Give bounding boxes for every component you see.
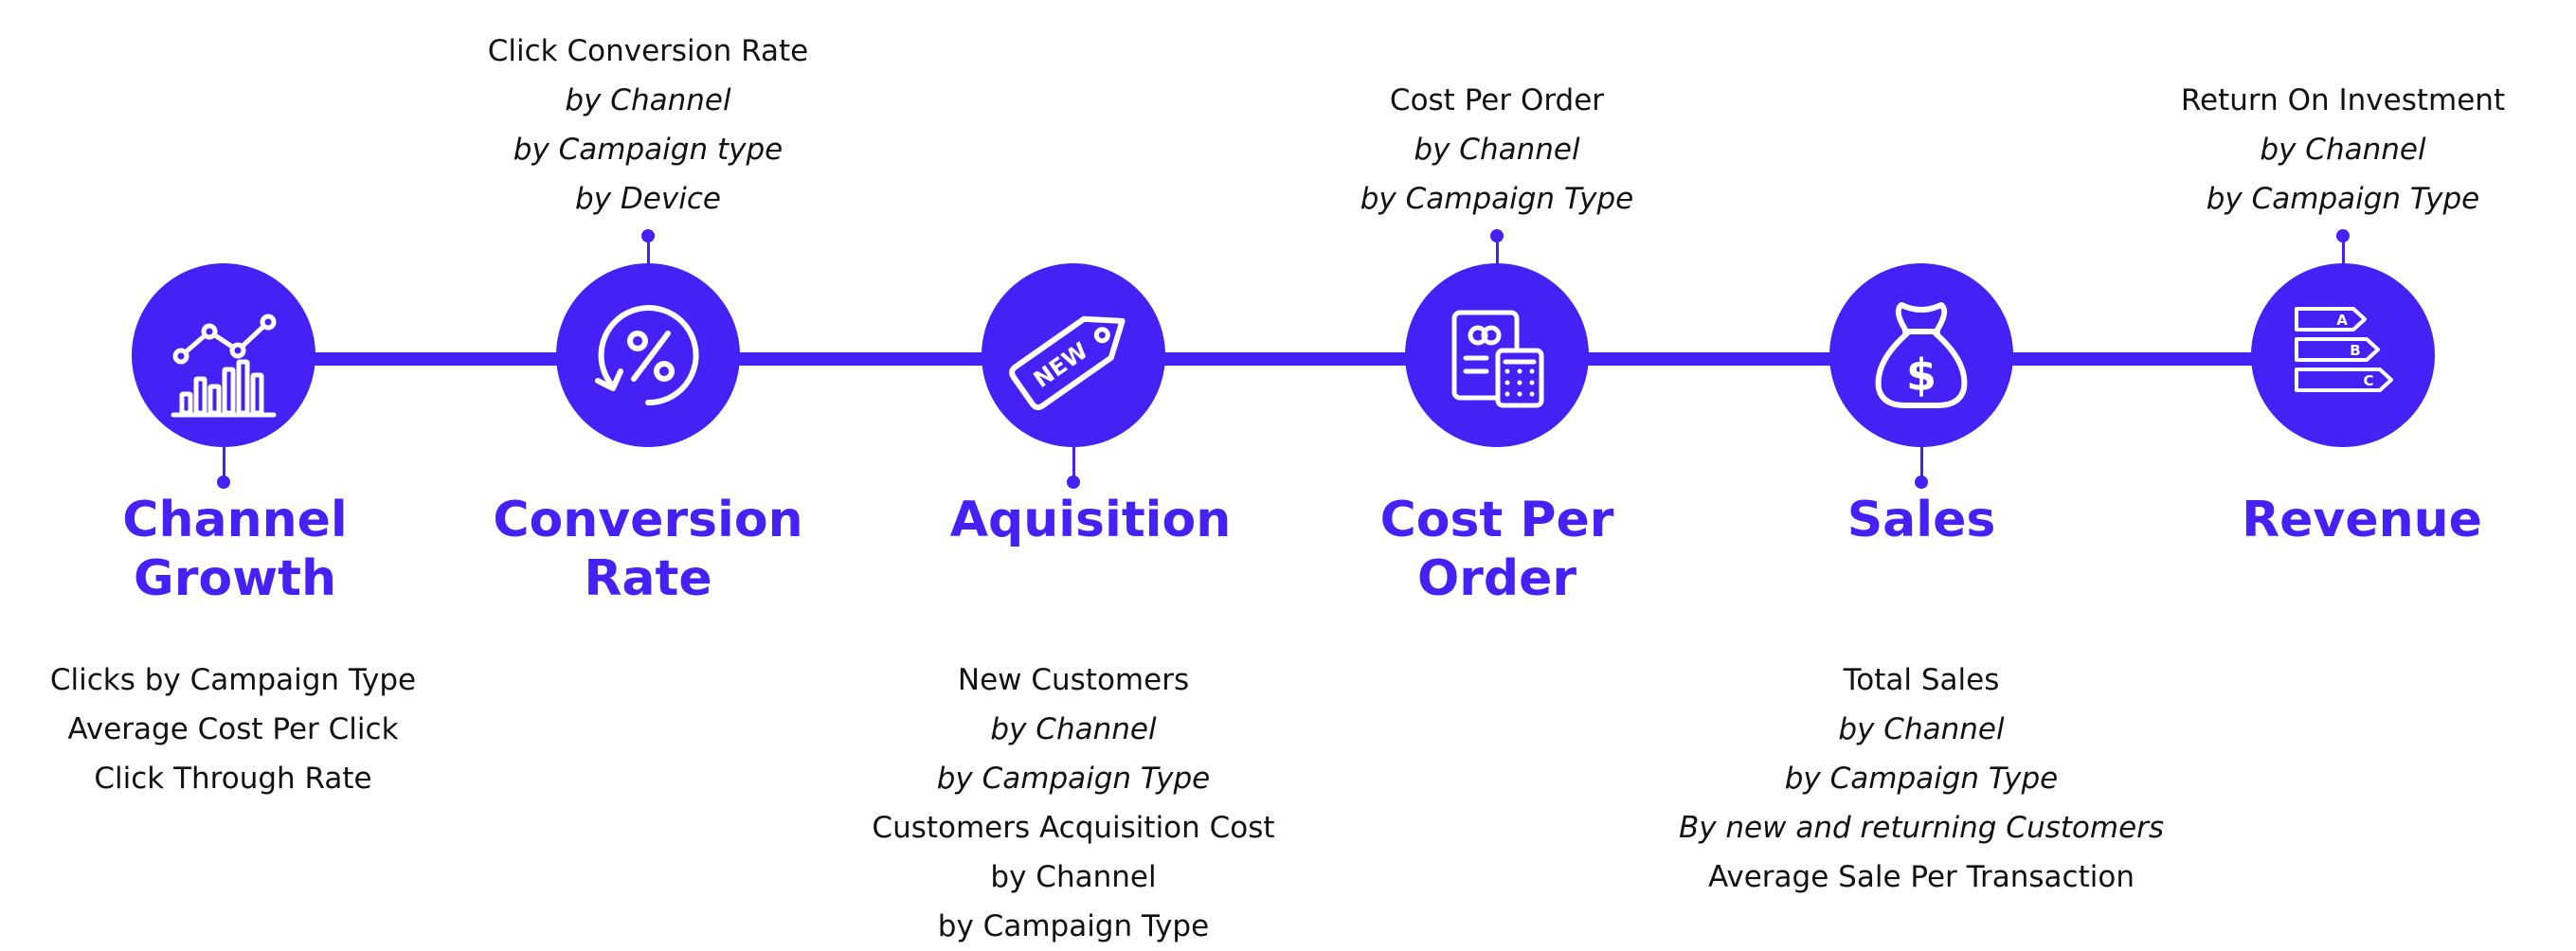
step-connector-dot bbox=[1915, 476, 1928, 489]
new-tag-icon: NEW bbox=[1009, 315, 1126, 411]
step-connector-stem bbox=[1072, 447, 1075, 481]
metric-item: by Channel bbox=[990, 712, 1157, 746]
metrics-below: Total Sales by Channel by Campaign Type By … bbox=[1675, 655, 2168, 902]
money-bag-icon: $ bbox=[1875, 302, 1968, 408]
metrics-above: Click Conversion Rate by Channel by Campai… bbox=[402, 6, 894, 224]
metric-item: Return On Investment bbox=[2180, 83, 2506, 117]
metrics-above: Return On Investment by Channel by Campaig… bbox=[2097, 6, 2576, 224]
rating-label: B bbox=[2350, 342, 2360, 359]
step-connector-stem bbox=[1919, 447, 1923, 481]
metric-item: by Campaign Type bbox=[936, 762, 1211, 796]
metric-item: by Campaign type bbox=[513, 133, 784, 167]
step-circle bbox=[556, 263, 740, 447]
step-connector-dot bbox=[1067, 476, 1080, 489]
step-title: Sales bbox=[1713, 491, 2130, 549]
step-connector-dot bbox=[217, 476, 230, 489]
metric-item: Cost Per Order bbox=[1389, 83, 1605, 117]
step-connector-dot bbox=[641, 229, 655, 242]
step-connector-stem bbox=[646, 233, 650, 263]
step-title-line: Conversion bbox=[493, 492, 803, 548]
step-connector-stem bbox=[222, 447, 225, 481]
metric-item: by Campaign Type bbox=[2206, 182, 2480, 216]
metric-item: Click Conversion Rate bbox=[487, 34, 809, 68]
metrics-above: Cost Per Order by Channel by Campaign Type bbox=[1251, 6, 1743, 224]
step-connector-stem bbox=[2341, 233, 2345, 263]
rating-arrows-icon: ABC bbox=[2295, 307, 2393, 392]
step-title-line: Rate bbox=[584, 550, 712, 607]
step-title-line: Growth bbox=[134, 550, 336, 607]
metric-item: by Campaign Type bbox=[937, 909, 1210, 943]
metric-item: New Customers bbox=[957, 663, 1190, 697]
metric-item: by Device bbox=[575, 182, 721, 216]
metric-item: Click Through Rate bbox=[94, 762, 372, 796]
metric-item: Customers Acquisition Cost bbox=[872, 811, 1275, 845]
new-tag-icon-text: NEW bbox=[1029, 337, 1093, 393]
rating-label: A bbox=[2336, 312, 2348, 329]
step-title-line: Order bbox=[1417, 550, 1576, 607]
step-title-line: Aquisition bbox=[949, 492, 1232, 548]
percent-cycle-icon bbox=[595, 305, 699, 406]
step-title-line: Channel bbox=[122, 492, 348, 548]
step-title: Aquisition bbox=[882, 491, 1299, 549]
step-title-line: Sales bbox=[1846, 492, 1996, 548]
metric-item: Average Sale Per Transaction bbox=[1708, 860, 2135, 894]
step-title: Revenue bbox=[2153, 491, 2570, 549]
metric-list: Click Conversion Rate by Channel by Campai… bbox=[402, 27, 894, 224]
metric-item: By new and returning Customers bbox=[1678, 811, 2165, 845]
invoice-calculator-icon bbox=[1451, 310, 1544, 408]
metric-item: by Channel bbox=[1838, 712, 2005, 746]
metric-item: by Campaign Type bbox=[1360, 182, 1634, 216]
metric-list: Return On Investment by Channel by Campaig… bbox=[2097, 76, 2576, 224]
metric-item: by Channel bbox=[1414, 133, 1580, 167]
step-title-line: Cost Per bbox=[1379, 492, 1614, 548]
step-connector-dot bbox=[1490, 229, 1504, 242]
step-circle: NEW bbox=[982, 263, 1165, 447]
metric-list: Cost Per Order by Channel by Campaign Type bbox=[1251, 76, 1743, 224]
bar-chart-trend-icon bbox=[171, 314, 277, 418]
metric-list: Total Sales by Channel by Campaign Type By … bbox=[1675, 655, 2168, 902]
metric-item: by Channel bbox=[2260, 133, 2426, 167]
step-connector-dot bbox=[2336, 229, 2350, 242]
step-circle bbox=[1405, 263, 1589, 447]
metric-item: Clicks by Campaign Type bbox=[49, 663, 417, 697]
step-title-line: Revenue bbox=[2242, 492, 2482, 548]
metric-item: by Campaign Type bbox=[1784, 762, 2059, 796]
step-connector-stem bbox=[1495, 233, 1499, 263]
step-circle: $ bbox=[1829, 263, 2013, 447]
metric-item: by Channel bbox=[565, 83, 731, 117]
metric-item: Total Sales bbox=[1843, 663, 2000, 697]
timeline-connector-line bbox=[220, 352, 2422, 366]
money-bag-icon-symbol: $ bbox=[1906, 350, 1937, 401]
rating-label: C bbox=[2363, 372, 2373, 389]
metric-item: by Channel bbox=[990, 860, 1157, 894]
step-circle bbox=[132, 263, 315, 447]
metric-item: Average Cost Per Click bbox=[67, 712, 399, 746]
